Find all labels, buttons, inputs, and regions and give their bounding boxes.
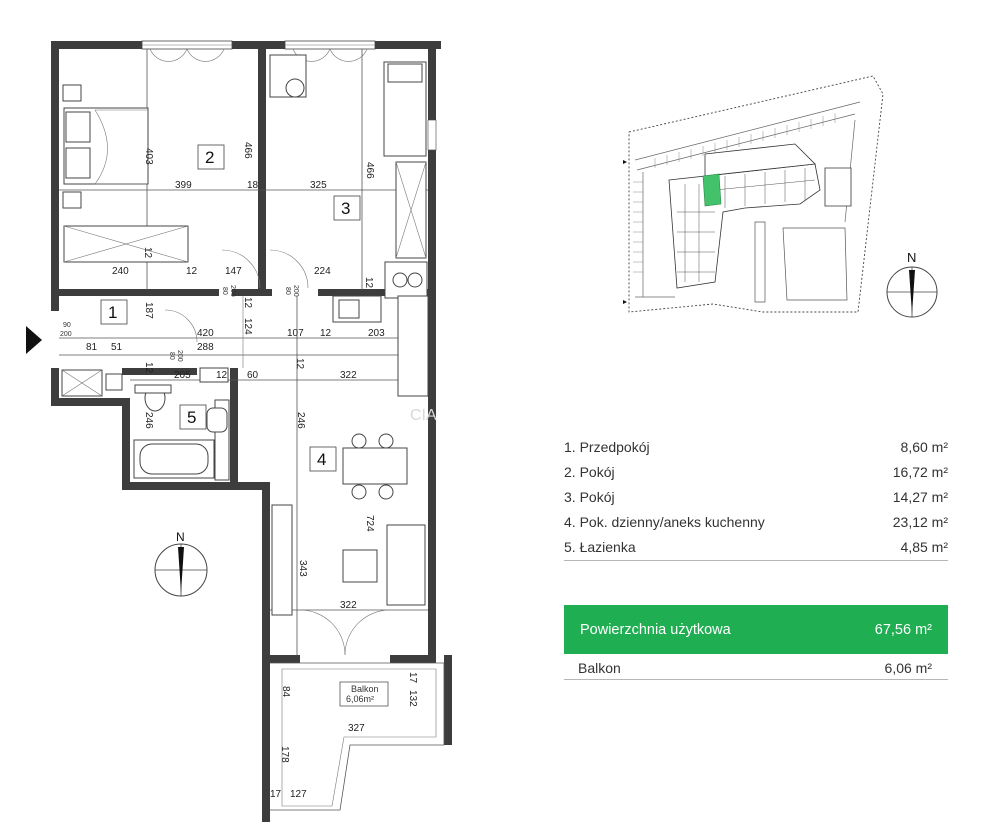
dim-label: 399 xyxy=(175,180,192,191)
room-area-list: 1. Przedpokój 8,60 m² 2. Pokój 16,72 m² … xyxy=(564,435,948,561)
room-number-2: 2 xyxy=(205,148,214,167)
dim-label: 288 xyxy=(197,342,214,353)
dim-label: 322 xyxy=(340,370,357,381)
dim-label: 200 xyxy=(229,285,236,297)
kitchen-furniture xyxy=(332,261,429,397)
vertical-dimension-labels: 403 466 466 12 12 80 200 12 80 200 187 1… xyxy=(142,142,418,763)
dim-label: 200 xyxy=(60,331,72,338)
watermark: CIA xyxy=(410,407,437,424)
dim-label: 12 xyxy=(320,328,332,339)
dimension-labels: 399 18 325 240 12 147 224 420 107 12 203… xyxy=(60,180,385,800)
room-number-1: 1 xyxy=(108,303,117,322)
balcony-label-box xyxy=(339,681,389,707)
dim-label: 81 xyxy=(86,342,98,353)
dim-label: 246 xyxy=(143,412,154,429)
dim-label: 12 xyxy=(242,297,253,309)
dim-label: 12 xyxy=(142,247,153,259)
room-number-5: 5 xyxy=(187,408,196,427)
room-area: 16,72 m² xyxy=(892,464,948,480)
north-arrow-small-icon: N xyxy=(886,250,938,318)
dim-label: 84 xyxy=(280,686,291,698)
room-number-3: 3 xyxy=(341,199,350,218)
dim-label: 187 xyxy=(143,302,154,319)
room-row-1: 1. Przedpokój 8,60 m² xyxy=(564,435,948,460)
dim-label: 124 xyxy=(242,318,253,335)
room-number-4: 4 xyxy=(317,450,326,469)
room-row-3: 3. Pokój 14,27 m² xyxy=(564,485,948,510)
north-arrow-icon: N xyxy=(154,530,208,597)
balcony-area: 6,06m² xyxy=(346,694,374,704)
dim-label: 51 xyxy=(111,342,123,353)
dim-label: 322 xyxy=(340,600,357,611)
room-name: 5. Łazienka xyxy=(564,539,636,555)
total-area-label: Powierzchnia użytkowa xyxy=(580,621,731,638)
dim-label: 80 xyxy=(168,352,175,360)
room-name: 2. Pokój xyxy=(564,464,615,480)
dim-label: 403 xyxy=(143,148,154,165)
dim-label: 90 xyxy=(63,322,71,329)
dim-label: 343 xyxy=(297,560,308,577)
dim-label: 466 xyxy=(364,162,375,179)
balcony-outline xyxy=(270,662,445,811)
dim-label: 12 xyxy=(186,266,198,277)
room3-furniture xyxy=(269,54,427,259)
dim-label: 12 xyxy=(294,358,305,370)
dim-label: 325 xyxy=(310,180,327,191)
dim-label: 327 xyxy=(348,723,365,734)
dim-label: 107 xyxy=(287,328,304,339)
north-label-small: N xyxy=(907,250,916,265)
balcony-area-value: 6,06 m² xyxy=(884,659,932,676)
doors xyxy=(164,249,391,656)
dim-label: 203 xyxy=(368,328,385,339)
balcony-area-label: Balkon xyxy=(578,659,621,676)
room-name: 4. Pok. dzienny/aneks kuchenny xyxy=(564,514,765,530)
dim-label: 178 xyxy=(279,746,290,763)
dim-label: 12 xyxy=(363,277,374,289)
room-row-2: 2. Pokój 16,72 m² xyxy=(564,460,948,485)
total-area-value: 67,56 m² xyxy=(874,621,932,638)
dim-label: 127 xyxy=(290,789,307,800)
dim-label: 224 xyxy=(314,266,331,277)
dim-label: 80 xyxy=(284,287,291,295)
apartment-highlight xyxy=(702,173,722,207)
entrance-arrow-icon xyxy=(26,326,42,354)
room-area: 14,27 m² xyxy=(892,489,948,505)
dim-label: 17 xyxy=(270,789,282,800)
dim-label: 132 xyxy=(407,690,418,707)
walls xyxy=(51,41,452,822)
living-room-furniture xyxy=(271,433,426,616)
room-area: 23,12 m² xyxy=(892,514,948,530)
dim-label: 18 xyxy=(247,180,259,191)
floor-plan: CIA 1 2 3 4 5 399 18 325 240 12 147 224 … xyxy=(26,40,452,822)
dim-label: 17 xyxy=(407,672,418,684)
dim-label: 466 xyxy=(242,142,253,159)
balcony-label: Balkon xyxy=(351,684,379,694)
bedroom-furniture xyxy=(62,84,189,263)
room-area: 8,60 m² xyxy=(900,439,948,455)
room-row-5: 5. Łazienka 4,85 m² xyxy=(564,535,948,561)
dim-label: 200 xyxy=(176,350,183,362)
dim-label: 147 xyxy=(225,266,242,277)
site-plan xyxy=(623,75,884,313)
room-row-4: 4. Pok. dzienny/aneks kuchenny 23,12 m² xyxy=(564,510,948,535)
dim-label: 724 xyxy=(364,515,375,532)
dim-label: 12 xyxy=(216,370,228,381)
room-area: 4,85 m² xyxy=(900,539,948,555)
dim-label: 240 xyxy=(112,266,129,277)
dim-label: 12 xyxy=(143,362,154,374)
dim-label: 80 xyxy=(221,287,228,295)
room-name: 1. Przedpokój xyxy=(564,439,650,455)
total-area-banner: Powierzchnia użytkowa 67,56 m² xyxy=(564,605,948,654)
dim-label: 200 xyxy=(292,285,299,297)
windows xyxy=(141,40,437,151)
room-name: 3. Pokój xyxy=(564,489,615,505)
dim-label: 205 xyxy=(174,370,191,381)
dim-label: 420 xyxy=(197,328,214,339)
dim-label: 246 xyxy=(295,412,306,429)
north-label: N xyxy=(176,530,185,544)
bathroom-fixtures xyxy=(61,367,230,481)
balcony-area-row: Balkon 6,06 m² xyxy=(564,656,948,680)
dim-label: 60 xyxy=(247,370,259,381)
